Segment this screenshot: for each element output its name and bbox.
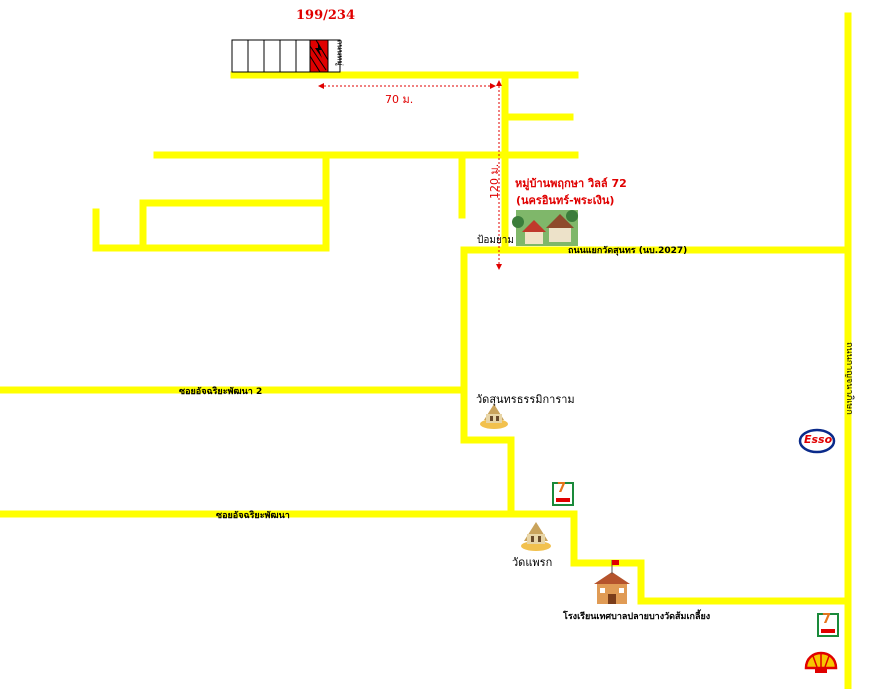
school-label: โรงเรียนเทศบาลปลายบางวัดส้มเกลี้ยง (563, 612, 711, 622)
temple-1-label: วัดสุนทรธรรมิการาม (476, 393, 575, 406)
school-icon (594, 560, 630, 604)
arrow-down-icon (496, 264, 502, 270)
shell-icon (804, 651, 838, 673)
main-road-label: ถนนแยกวัดสุนทร (นบ.2027) (568, 246, 688, 256)
arrow-left-icon (318, 83, 324, 89)
village-name: หมู่บ้านพฤกษา วิลล์ 72 (515, 177, 627, 190)
arrow-up-icon (496, 80, 502, 86)
esso-icon (798, 428, 836, 454)
arrow-right-icon (490, 83, 496, 89)
seven-eleven-icon-2 (817, 613, 839, 637)
seven-eleven-number-2: 7 (822, 612, 832, 627)
distance-horizontal-label: 70 ม. (385, 93, 414, 106)
distance-vertical-label: 120 ม. (488, 163, 501, 199)
temple-icon-2 (521, 522, 551, 551)
bus-stop-label: ป้อมยาม (477, 235, 515, 246)
temple-icon (480, 404, 508, 429)
temple-2-label: วัดแพรก (512, 556, 553, 569)
plot-number: 199/234 (296, 8, 356, 23)
plot-row (231, 39, 341, 73)
esso-label: Esso (804, 433, 833, 446)
plot-street-label: ถนนหมู่ (335, 39, 345, 66)
village-subname: (นครอินทร์-พระเงิน) (516, 194, 615, 207)
village-icon (512, 210, 578, 246)
soi-2-label: ซอยอัจฉริยะพัฒนา 2 (179, 387, 263, 397)
seven-eleven-number: 7 (557, 481, 567, 496)
soi-1-label: ซอยอัจฉริยะพัฒนา (216, 511, 290, 521)
seven-eleven-icon (552, 482, 574, 506)
plot-pin-icon (315, 42, 322, 58)
right-road-label: ถนนกาญจนาภิเษก (844, 342, 854, 415)
